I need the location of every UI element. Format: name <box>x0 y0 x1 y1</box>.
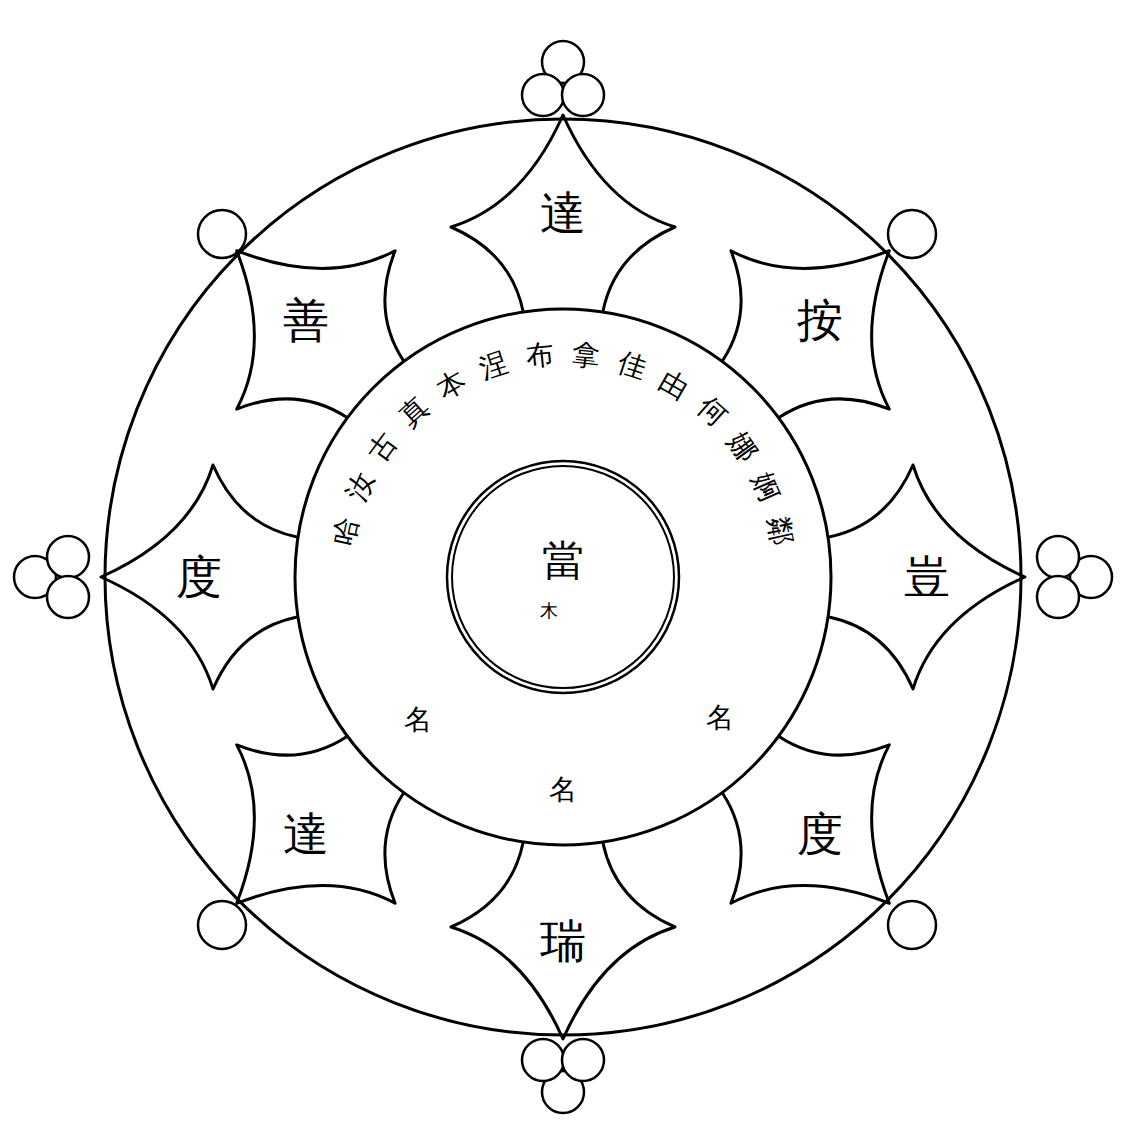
petal-glyph: 按 <box>670 170 970 470</box>
ring-label: 名 <box>706 704 734 732</box>
lotus-petal: 豈 <box>777 427 1077 727</box>
lotus-petal: 善 <box>156 170 456 470</box>
ring-band: 哈汝古真本涅布拿佳由何娜婀鄰當木 <box>293 307 833 847</box>
lotus-petal: 度 <box>670 684 970 984</box>
inscription-glyph: 本 <box>429 362 475 408</box>
petal-glyph: 瑞 <box>413 791 713 1091</box>
lotus-petal: 瑞 <box>413 791 713 1091</box>
lotus-petal: 達 <box>413 63 713 363</box>
inscription-glyph: 鄰 <box>760 511 800 551</box>
petal-glyph: 度 <box>670 684 970 984</box>
inscription-glyph: 何 <box>688 388 736 436</box>
outer-circle <box>105 119 1021 1035</box>
petal-glyph: 豈 <box>777 427 1077 727</box>
trefoil-ornament <box>14 41 1112 1113</box>
center-mark: 木 <box>540 602 558 620</box>
inscription-glyph: 哈 <box>326 511 366 551</box>
inscription-glyph: 古 <box>360 423 407 470</box>
ring-label: 名 <box>549 776 577 804</box>
inscription-glyph: 真 <box>390 388 438 436</box>
inscription-glyph: 涅 <box>473 344 516 387</box>
lotus-petal: 達 <box>156 684 456 984</box>
inscription-glyph: 汝 <box>338 464 383 509</box>
petal-glyph: 善 <box>156 170 456 470</box>
inscription-glyph: 拿 <box>568 338 605 375</box>
inscription-glyph: 婀 <box>743 464 788 509</box>
lotus-petal: 按 <box>670 170 970 470</box>
center-glyph: 當 <box>542 540 584 582</box>
inscription-glyph: 布 <box>521 338 558 375</box>
lotus-petal: 度 <box>49 427 349 727</box>
inscription-glyph: 由 <box>651 362 697 408</box>
inscription-glyph: 娜 <box>719 423 766 470</box>
petal-glyph: 達 <box>156 684 456 984</box>
ring-label: 名 <box>404 706 432 734</box>
inscription-glyph: 佳 <box>610 344 653 387</box>
center-circle: 當木 <box>445 459 681 695</box>
petal-glyph: 度 <box>49 427 349 727</box>
petal-glyph: 達 <box>413 63 713 363</box>
